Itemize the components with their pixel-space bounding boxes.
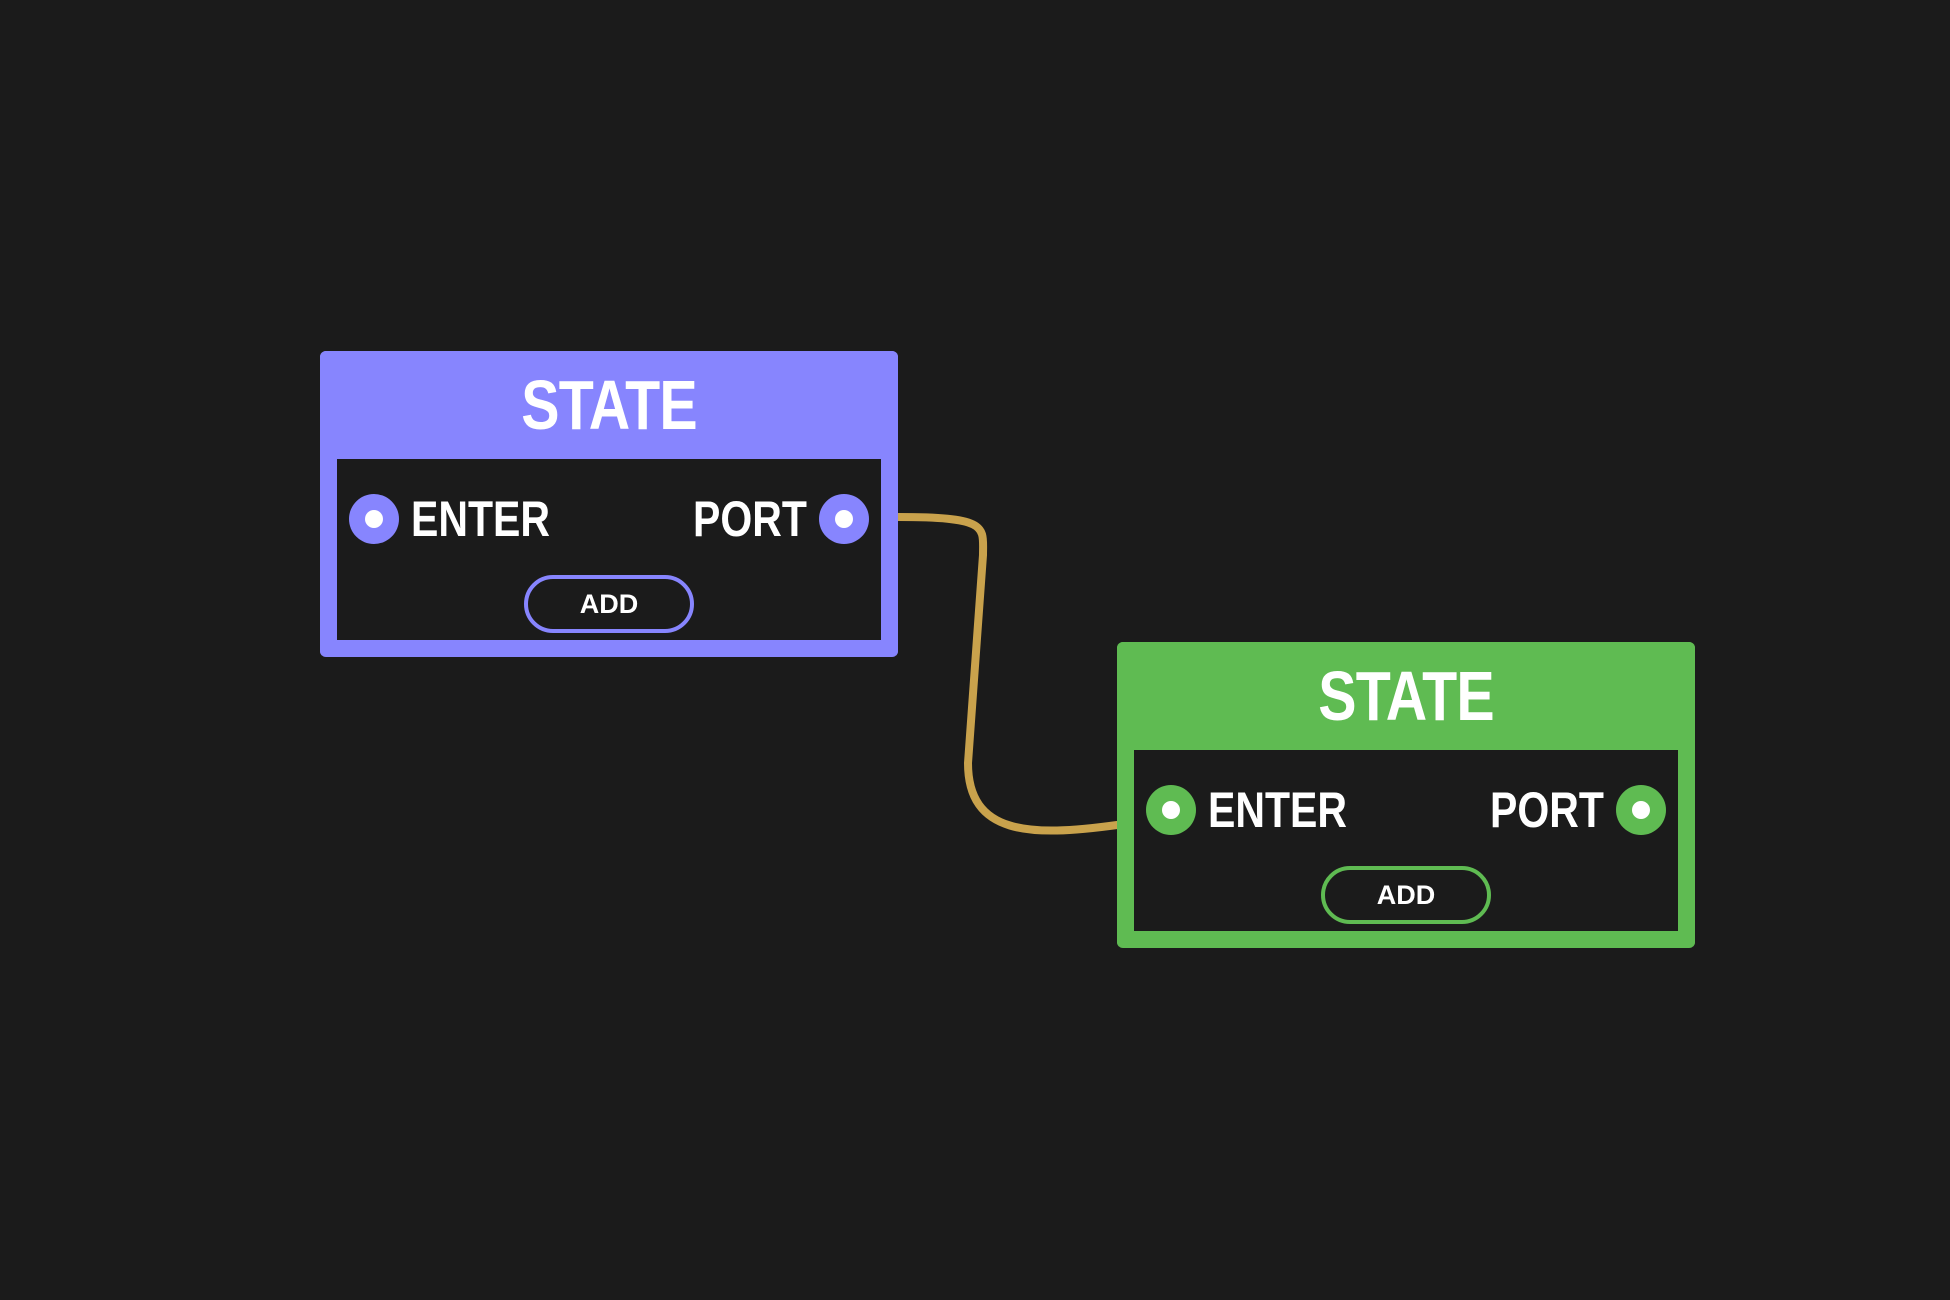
- add-button[interactable]: ADD: [1321, 866, 1491, 924]
- node-title: STATE: [521, 366, 697, 444]
- node-header[interactable]: STATE: [1117, 642, 1695, 750]
- input-port: ENTER: [349, 490, 580, 548]
- enter-port-socket[interactable]: [1146, 785, 1196, 835]
- node-body: ENTER PORT ADD: [1134, 750, 1678, 931]
- state-node-2[interactable]: STATE ENTER PORT ADD: [1117, 642, 1695, 948]
- port-output-socket[interactable]: [819, 494, 869, 544]
- port-output-label: PORT: [693, 491, 807, 547]
- node-body: ENTER PORT ADD: [337, 459, 881, 640]
- state-node-1[interactable]: STATE ENTER PORT ADD: [320, 351, 898, 657]
- node-title: STATE: [1318, 657, 1494, 735]
- port-output-socket[interactable]: [1616, 785, 1666, 835]
- input-port: ENTER: [1146, 781, 1377, 839]
- enter-port-label: ENTER: [411, 491, 550, 547]
- enter-port-socket[interactable]: [349, 494, 399, 544]
- output-port: PORT: [668, 490, 869, 548]
- connection-wire[interactable]: [894, 513, 1121, 835]
- port-row: ENTER PORT: [349, 490, 869, 548]
- enter-port-label: ENTER: [1208, 782, 1347, 838]
- output-port: PORT: [1465, 781, 1666, 839]
- port-output-label: PORT: [1490, 782, 1604, 838]
- node-header[interactable]: STATE: [320, 351, 898, 459]
- port-row: ENTER PORT: [1146, 781, 1666, 839]
- add-button[interactable]: ADD: [524, 575, 694, 633]
